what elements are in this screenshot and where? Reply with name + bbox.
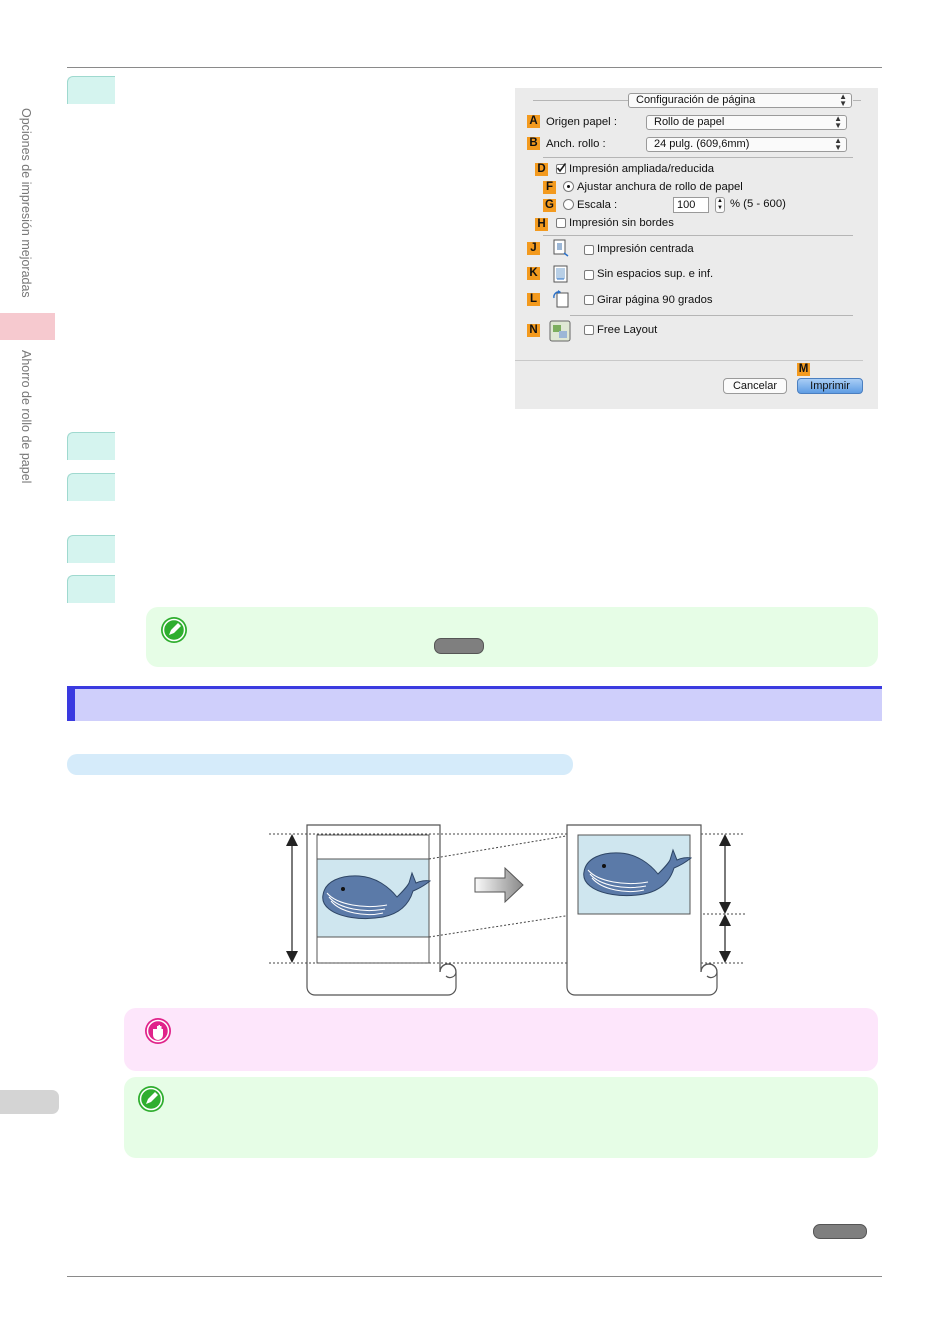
check-mark-icon [556,163,566,173]
centered-print-checkbox[interactable] [584,245,594,255]
label-n: N [527,324,540,337]
enlarged-reduced-checkbox[interactable] [556,163,566,174]
rotate-page-icon [553,290,569,308]
no-spaces-checkbox[interactable] [584,270,594,280]
radio-dot-icon [567,185,570,188]
paper-source-label: Origen papel : [546,116,617,128]
important-hand-icon [145,1018,171,1044]
label-g: G [543,199,556,212]
step-marker-2 [67,432,115,460]
roll-width-label: Anch. rollo : [546,138,606,150]
select-arrows-icon: ▲▼ [839,92,847,108]
label-l: L [527,293,540,306]
step-marker-3 [67,473,115,501]
scale-stepper-icon[interactable]: ▲▼ [715,197,725,213]
sidebar-page-tab[interactable] [0,1090,59,1114]
note-box-2 [124,1077,878,1158]
no-spaces-label: Sin espacios sup. e inf. [597,268,714,280]
sidebar-chapter-label[interactable]: Ahorro de rollo de papel [19,350,33,484]
centered-print-icon [553,239,569,257]
page-navigation-button[interactable] [813,1224,867,1239]
borderless-label: Impresión sin bordes [569,217,674,229]
saved-length-arrow-icon [719,914,731,963]
free-layout-icon [549,320,571,342]
sidebar-current-marker [0,313,55,340]
label-a: A [527,115,540,128]
height-after-arrow-icon [719,834,731,914]
label-f: F [543,181,556,194]
free-layout-checkbox[interactable] [584,325,594,335]
reference-link-button[interactable] [434,638,484,654]
label-h: H [535,218,548,231]
rotate-page-label: Girar página 90 grados [597,294,713,306]
select-arrows-icon: ▲▼ [834,136,842,152]
print-dialog: Configuración de página ▲▼ A Origen pape… [515,88,878,409]
cancel-button[interactable]: Cancelar [723,378,787,394]
sidebar-section-label[interactable]: Opciones de impresión mejoradas [19,108,33,298]
scale-input[interactable]: 100 [673,197,709,213]
rotate-page-checkbox[interactable] [584,295,594,305]
roll-width-value: 24 pulg. (609,6mm) [654,138,750,150]
centered-print-label: Impresión centrada [597,243,694,255]
select-arrows-icon: ▲▼ [834,114,842,130]
scale-radio[interactable] [563,199,574,210]
note-box [146,607,878,667]
note-pencil-icon [161,617,187,643]
no-spaces-icon [553,265,568,283]
section-title-bar [67,686,882,721]
header-rule [67,67,882,68]
label-m: M [797,363,810,376]
note-pencil-icon [138,1086,164,1112]
step-marker-4 [67,535,115,563]
free-layout-label: Free Layout [597,324,658,336]
paper-source-value: Rollo de papel [654,116,725,128]
fit-roll-width-radio[interactable] [563,181,574,192]
enlarged-reduced-label: Impresión ampliada/reducida [569,163,715,175]
label-b: B [527,137,540,150]
print-button[interactable]: Imprimir [797,378,863,394]
scale-label: Escala : [577,199,618,211]
height-before-arrow-icon [286,834,298,963]
label-j: J [527,242,540,255]
important-box [124,1008,878,1071]
label-d: D [535,163,548,176]
whale-image-before-icon [306,824,457,996]
page-setup-select-value: Configuración de página [636,94,756,106]
borderless-checkbox[interactable] [556,218,566,228]
footer-rule [67,1276,882,1277]
subsection-title-bar [67,754,573,775]
page-setup-select[interactable]: Configuración de página ▲▼ [628,93,852,108]
whale-image-after-icon [566,824,718,996]
paper-source-select[interactable]: Rollo de papel ▲▼ [646,115,847,130]
arrow-right-icon [474,866,524,904]
step-marker-5 [67,575,115,603]
scale-range-label: % (5 - 600) [730,198,786,210]
label-k: K [527,267,540,280]
step-marker-1 [67,76,115,104]
fit-roll-width-label: Ajustar anchura de rollo de papel [577,181,743,193]
roll-width-select[interactable]: 24 pulg. (609,6mm) ▲▼ [646,137,847,152]
roll-saving-illustration [269,824,747,996]
